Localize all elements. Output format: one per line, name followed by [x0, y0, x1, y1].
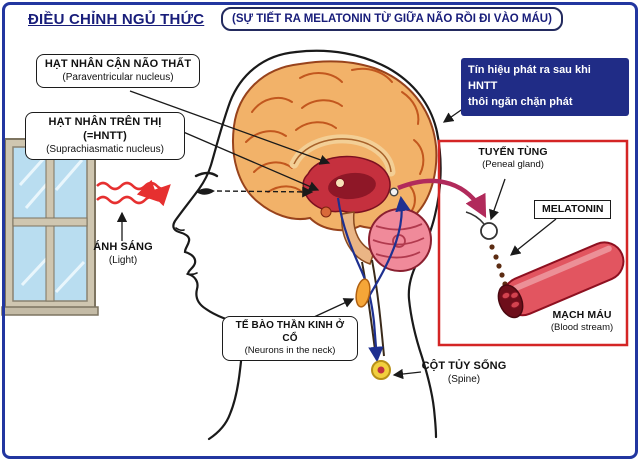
pineal-gland-in-brain [389, 187, 399, 197]
eye-icon [194, 171, 219, 195]
annotation-signal-note: Tín hiệu phát ra sau khi HNTT thôi ngăn … [461, 58, 629, 116]
pineal-gland-detail [480, 222, 498, 240]
annotation-spine-vi: CỘT TỦY SỐNG [421, 360, 507, 372]
page-title: ĐIỀU CHỈNH NGỦ THỨC [28, 11, 205, 28]
spine-end [371, 360, 391, 380]
detail-box [437, 139, 629, 347]
signal-note-line1: Tín hiệu phát ra sau khi HNTT [468, 64, 591, 92]
annotation-paraventricular-nucleus: HẠT NHÂN CẬN NÃO THẤT (Paraventricular n… [36, 54, 200, 89]
annotation-light-en: (Light) [108, 254, 138, 266]
blood-vessel [497, 241, 625, 319]
brainstem [341, 211, 375, 265]
annotation-melatonin: MELATONIN [534, 200, 612, 220]
annotation-neck-neurons-vi: TẾ BÀO THẦN KINH Ở CỔ [235, 320, 345, 344]
signal-note-line2: thôi ngăn chặn phát [468, 95, 573, 108]
cerebellum [368, 208, 432, 272]
light-rays-illustration [96, 179, 171, 207]
annotation-spine: CỘT TỦY SỐNG (Spine) [416, 360, 512, 386]
annotation-spine-en: (Spine) [447, 373, 481, 385]
annotation-blood-en: (Blood stream) [550, 322, 614, 334]
annotation-suprachiasmatic-nucleus: HẠT NHÂN TRÊN THỊ (=HNTT) (Suprachiasmat… [25, 112, 185, 160]
annotation-light: ÁNH SÁNG (Light) [86, 241, 160, 267]
annotation-neck-neurons-en: (Neurons in the neck) [244, 345, 336, 356]
secretion-arrow [397, 178, 487, 218]
brain-illustration [232, 60, 438, 380]
annotation-blood-vi: MẠCH MÁU [552, 309, 612, 321]
annotation-paraventricular-vi: HẠT NHÂN CẬN NÃO THẤT [44, 58, 192, 70]
hypothalamus [320, 206, 332, 218]
annotation-pineal-gland: TUYẾN TÙNG (Peneal gland) [468, 146, 558, 171]
annotation-suprachiasmatic-en: (Suprachiasmatic nucleus) [46, 143, 164, 155]
annotation-pineal-en: (Peneal gland) [482, 159, 544, 171]
annotation-paraventricular-en: (Paraventricular nucleus) [62, 71, 174, 83]
annotation-blood-stream: MẠCH MÁU (Blood stream) [538, 309, 626, 334]
annotation-suprachiasmatic-vi: HẠT NHÂN TRÊN THỊ (=HNTT) [48, 116, 162, 142]
window-illustration [1, 138, 99, 316]
annotation-light-vi: ÁNH SÁNG [93, 241, 153, 253]
annotation-pineal-vi: TUYẾN TÙNG [478, 146, 548, 158]
annotation-neck-neurons: TẾ BÀO THẦN KINH Ở CỔ (Neurons in the ne… [222, 316, 358, 361]
neck-ganglion [355, 278, 371, 308]
page-subtitle: (SỰ TIẾT RA MELATONIN TỪ GIỮA NÃO RỒI ĐI… [221, 7, 563, 31]
